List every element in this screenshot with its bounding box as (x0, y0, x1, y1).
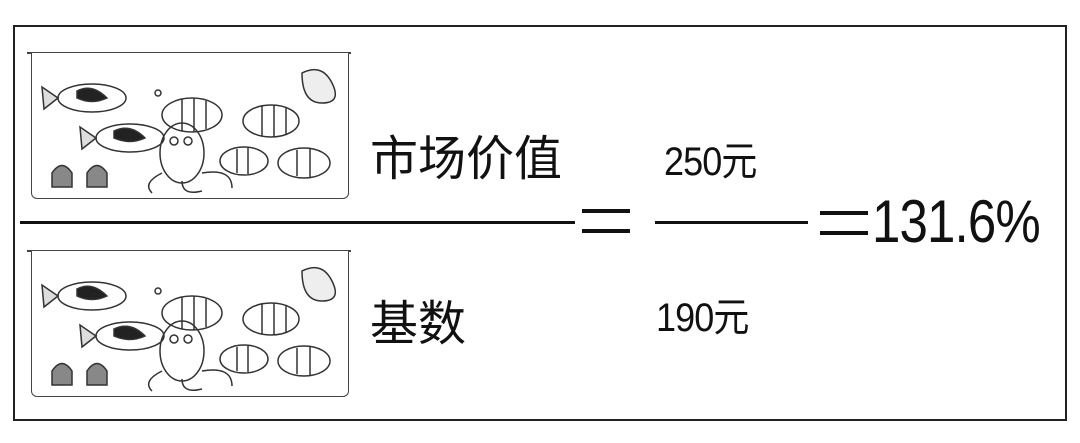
value-fraction-line (655, 221, 808, 224)
equals-sign-2 (820, 211, 868, 235)
formula-frame (13, 25, 1067, 421)
equals-sign-1 (582, 209, 630, 233)
fish-illustration-icon (41, 266, 337, 392)
numerator-value: 250元 (664, 140, 757, 184)
fish-illustration-icon (41, 68, 337, 194)
denominator-label: 基数 (370, 296, 467, 352)
result-value: 131.6% (872, 188, 1041, 255)
fish-tank-icon (31, 251, 349, 397)
fish-tank-icon (31, 53, 349, 199)
denominator-value: 190元 (656, 296, 749, 340)
numerator-label: 市场价值 (370, 131, 563, 187)
main-fraction-line (20, 221, 575, 224)
